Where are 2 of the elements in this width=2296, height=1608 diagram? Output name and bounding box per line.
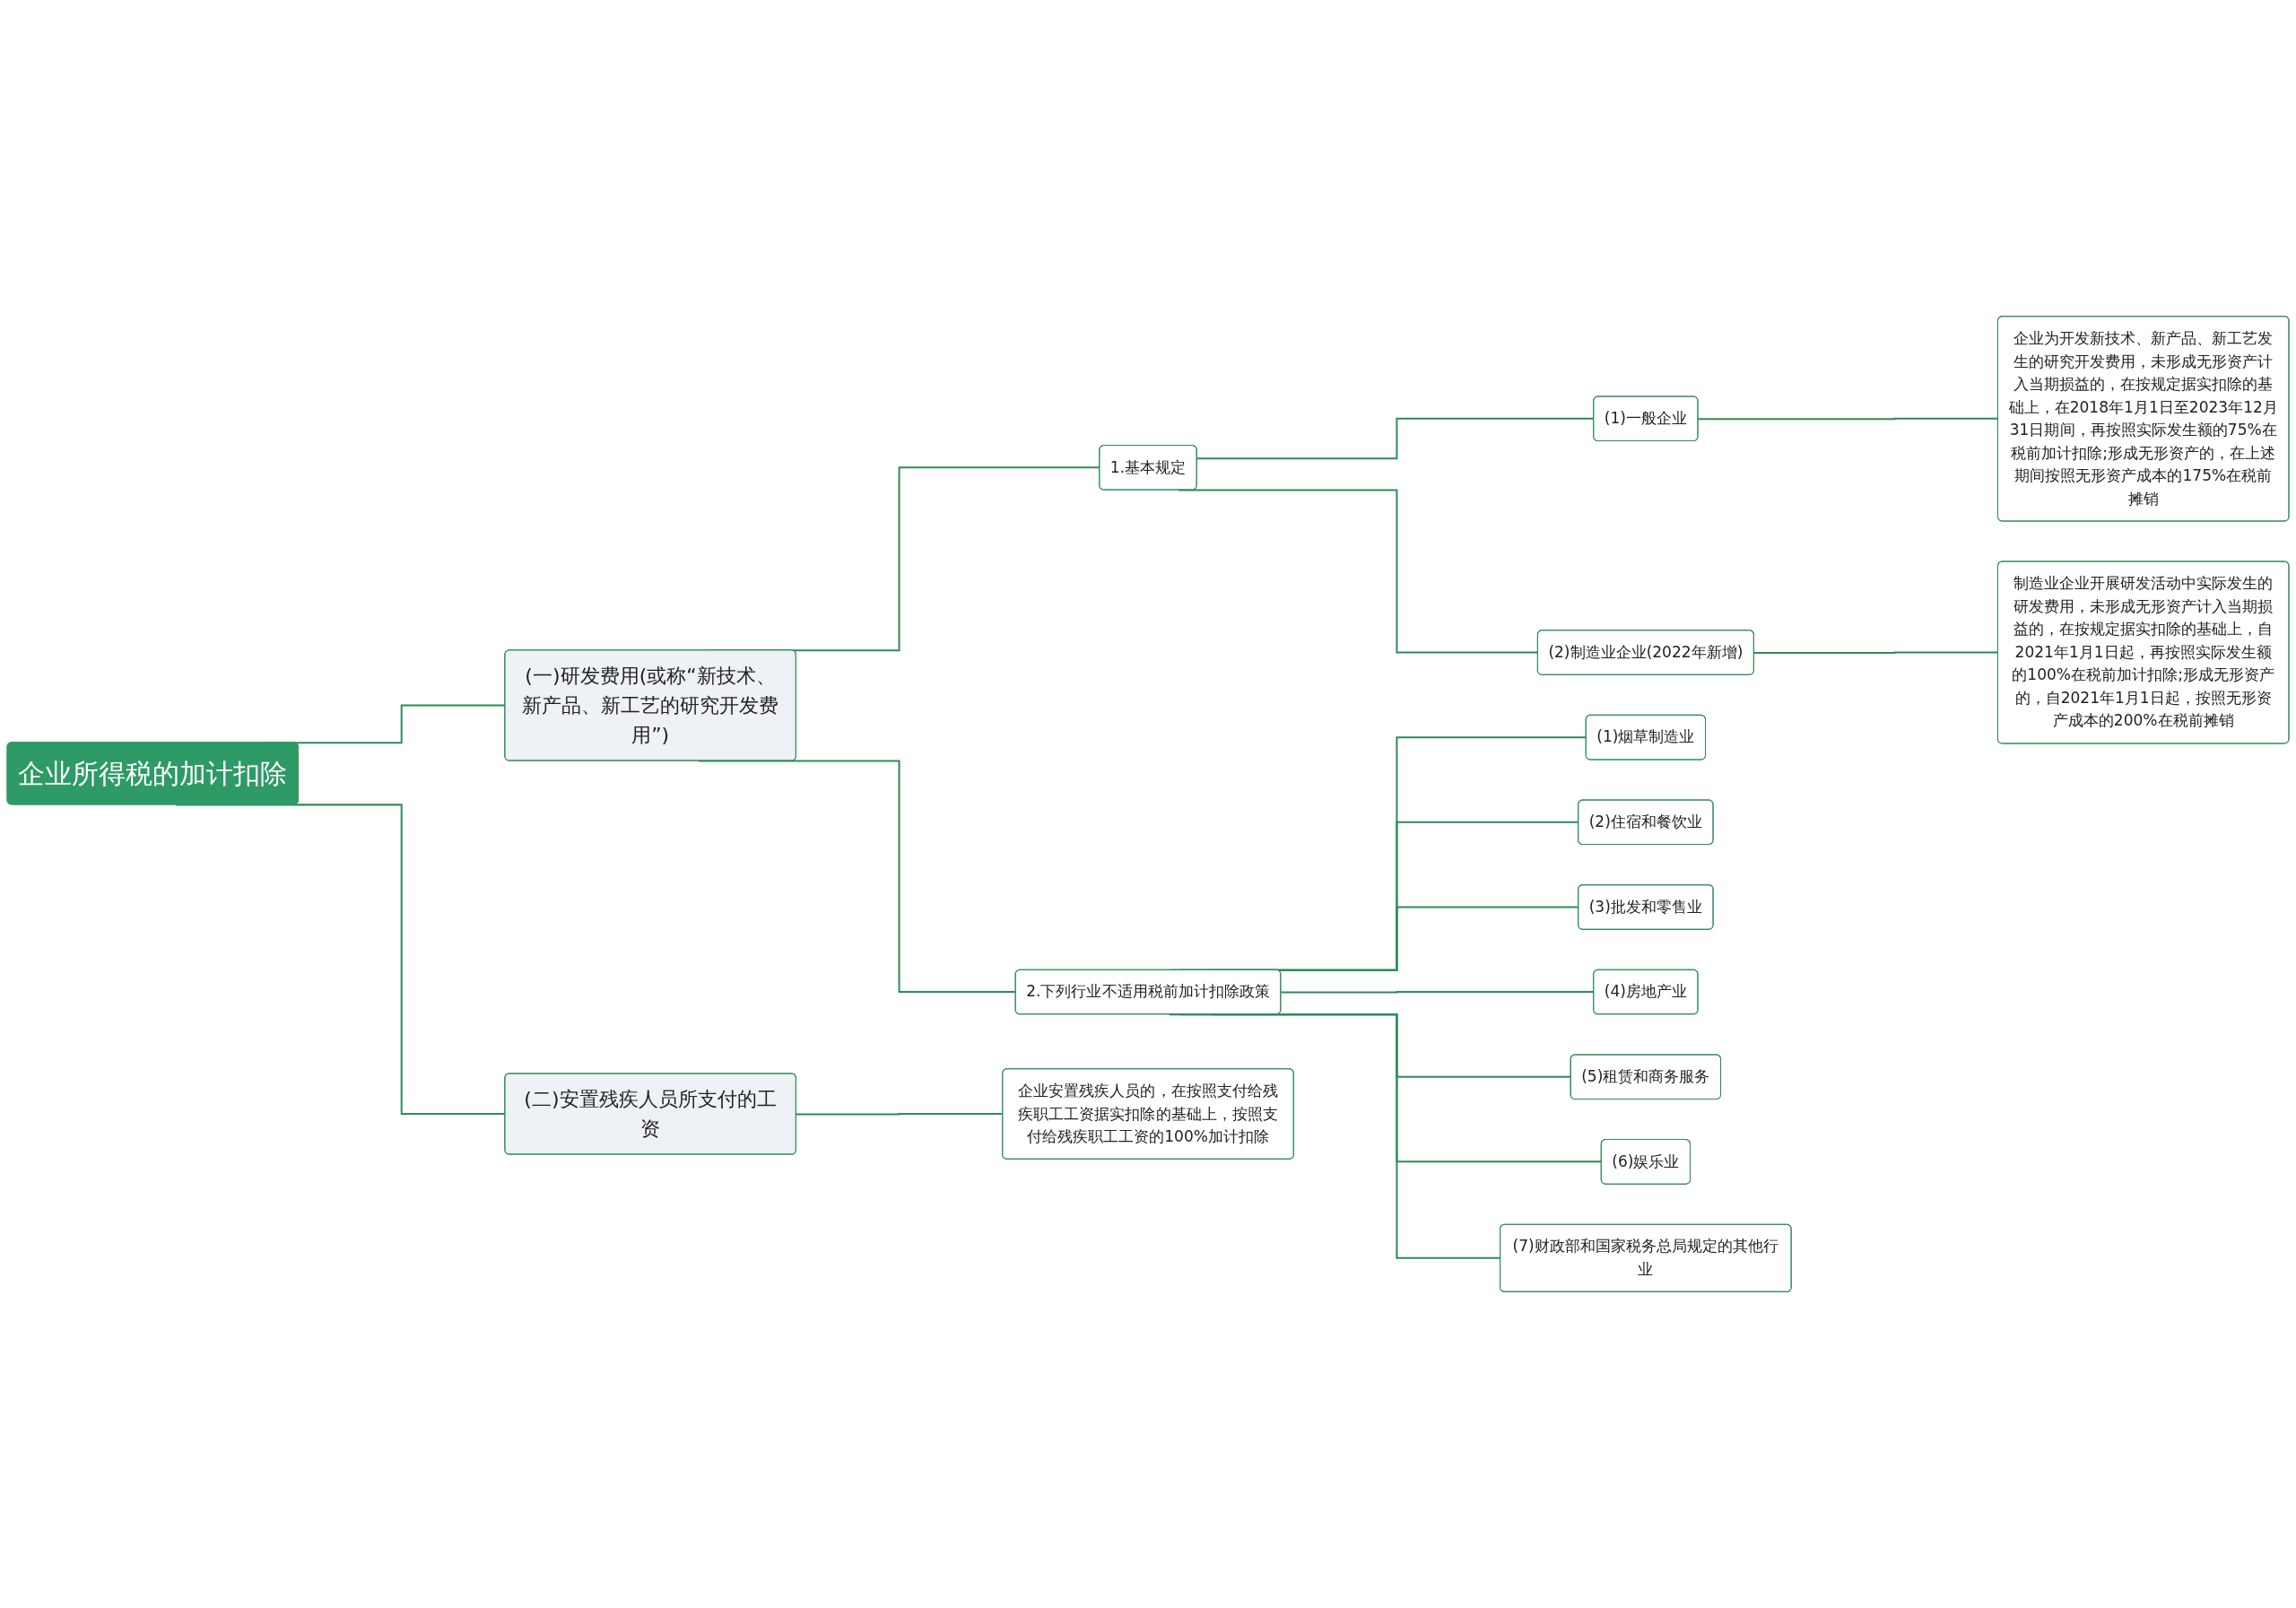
connector <box>1697 417 1999 421</box>
connector <box>1752 651 1999 654</box>
